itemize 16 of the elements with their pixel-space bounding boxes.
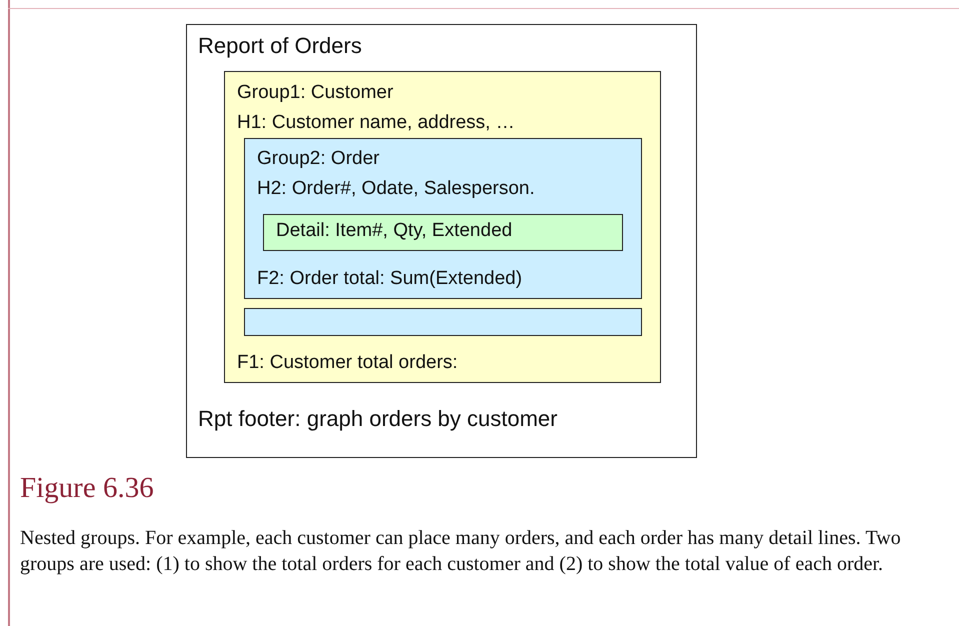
- header-text: H1: Customer name, address, …: [237, 112, 515, 134]
- group-heading: Group2: Order: [257, 148, 380, 170]
- group-band: [224, 71, 661, 383]
- figure-title: Figure 6.36: [20, 472, 154, 505]
- report-footer-text: Rpt footer: graph orders by customer: [198, 406, 558, 432]
- footer-text: F1: Customer total orders:: [237, 352, 458, 374]
- empty-band: [244, 308, 642, 336]
- detail-text: Detail: Item#, Qty, Extended: [276, 220, 512, 242]
- footer-text: F2: Order total: Sum(Extended): [257, 268, 522, 290]
- detail-band: [263, 214, 623, 251]
- report-frame: [186, 24, 697, 458]
- figure-caption: Nested groups. For example, each customer can place many orders, and each order has many detail lines. Two groups are used: (1) to show the total orders for each customer and (2) to show the total value of each order.: [20, 526, 902, 577]
- group-band: [244, 138, 642, 299]
- header-text: H2: Order#, Odate, Salesperson.: [257, 178, 535, 200]
- report-heading: Report of Orders: [198, 33, 362, 59]
- group-heading: Group1: Customer: [237, 82, 394, 104]
